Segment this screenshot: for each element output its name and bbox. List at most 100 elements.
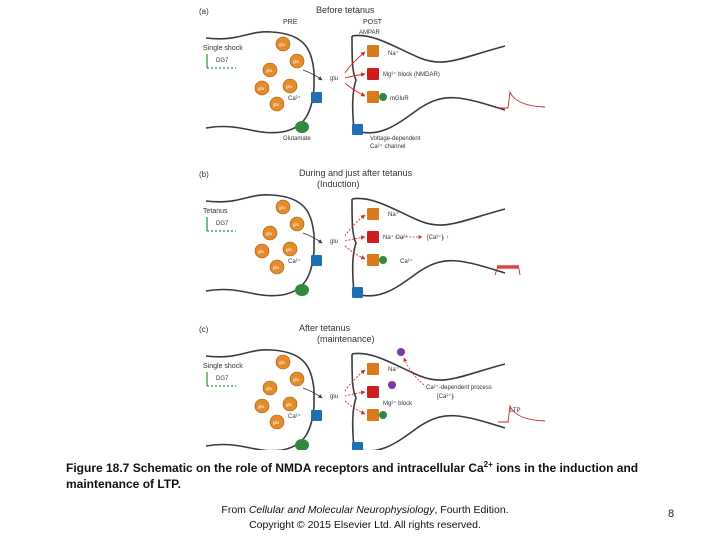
- glutamate-vesicle: [282, 78, 298, 94]
- presynaptic-ca-label: Ca²⁺: [288, 258, 301, 265]
- vesicle-label: glu: [286, 402, 293, 407]
- stimulus-label: Tetanus: [203, 208, 228, 215]
- binding-arrow: [344, 245, 366, 260]
- process-arrow: [403, 357, 425, 386]
- ampa-receptor: [367, 363, 379, 375]
- glutamate-vesicle: [275, 354, 291, 370]
- figure-credit: From Cellular and Molecular Neurophysiol…: [221, 504, 509, 531]
- epsp-trace: [498, 404, 546, 423]
- glutamate-vesicle: [269, 96, 285, 112]
- release-arrow: [302, 387, 323, 399]
- vesicle-label: glu: [258, 404, 265, 409]
- nmda-receptor: [367, 386, 379, 398]
- binding-arrow: [344, 82, 366, 97]
- release-arrow: [302, 232, 323, 244]
- glutamate-vesicle: [262, 62, 278, 78]
- ampa-receptor: [367, 208, 379, 220]
- glutamate-vesicle: [282, 396, 298, 412]
- vesicle-label: glu: [279, 205, 286, 210]
- post-label: POST: [363, 19, 383, 26]
- binding-arrow: [344, 235, 366, 242]
- cleft-glu-label: glu: [330, 76, 338, 82]
- post-receptor-label: Mg²⁺ block: [383, 400, 413, 407]
- glutamate-vesicle: [275, 199, 291, 215]
- presynaptic-ca-channel: [311, 92, 322, 103]
- vesicle-label: glu: [286, 247, 293, 252]
- glutamate-vesicle: [254, 80, 270, 96]
- stimulus-sublabel: DG7: [216, 58, 229, 64]
- kinase-icon: [388, 381, 396, 389]
- postsynaptic-membrane-top: [351, 34, 506, 63]
- post-receptor-label: Na⁺: [388, 366, 399, 373]
- postsynaptic-ca-channel: [352, 287, 363, 298]
- vesicle-label: glu: [279, 42, 286, 47]
- g-protein-icon: [379, 411, 387, 419]
- postsynaptic-ca-channel: [352, 442, 363, 450]
- glutamate-vesicle: [262, 380, 278, 396]
- vdcc-label: Voltage-dependent: [370, 136, 421, 142]
- epsp-trace: [498, 90, 546, 109]
- glutamate-label: Glutamate: [283, 136, 311, 142]
- trace-label: LTP: [510, 408, 521, 414]
- vesicle-label: glu: [266, 231, 273, 236]
- mglu-receptor: [367, 91, 379, 103]
- vesicle-label: glu: [258, 86, 265, 91]
- presynaptic-membrane: [205, 31, 315, 134]
- nmda-receptor: [367, 68, 379, 80]
- post-receptor-label: Mg²⁺ block (NMDAR): [383, 71, 440, 78]
- vesicle-label: glu: [258, 249, 265, 254]
- vdcc-label: Ca²⁺ channel: [370, 143, 406, 150]
- glutamate-vesicle: [262, 225, 278, 241]
- glutamate-vesicle: [289, 216, 305, 232]
- cleft-glu-label: glu: [330, 394, 338, 400]
- glutamate-vesicle: [282, 241, 298, 257]
- glutamate-transporter-icon: [295, 121, 309, 133]
- panel-subtitle: (maintenance): [317, 334, 375, 344]
- postsynaptic-membrane-top: [351, 197, 506, 226]
- ampa-receptor: [367, 45, 379, 57]
- pre-label: PRE: [283, 19, 298, 26]
- post-receptor-label: mGluR: [390, 96, 409, 102]
- presynaptic-membrane: [205, 194, 315, 297]
- vesicle-label: glu: [273, 420, 280, 425]
- post-receptor-label: AMPAR: [359, 30, 381, 36]
- vesicle-label: glu: [273, 265, 280, 270]
- stimulus-sublabel: DG7: [216, 376, 229, 382]
- post-receptor-label: [Ca²⁺]ᵢ: [437, 393, 454, 400]
- release-arrow: [302, 69, 323, 81]
- presynaptic-ca-channel: [311, 255, 322, 266]
- glutamate-transporter-icon: [295, 284, 309, 296]
- post-receptor-label: [Ca²⁺]ᵢ ↑: [427, 234, 449, 241]
- panel-title: During and just after tetanus: [299, 168, 413, 178]
- glutamate-vesicle: [289, 53, 305, 69]
- panel-b: (b)During and just after tetanus(Inducti…: [199, 168, 521, 298]
- stimulus-label: Single shock: [203, 45, 243, 52]
- panel-letter: (a): [199, 7, 209, 16]
- g-protein-icon: [379, 256, 387, 264]
- glutamate-vesicle: [269, 259, 285, 275]
- mglu-receptor: [367, 254, 379, 266]
- nmda-receptor: [367, 231, 379, 243]
- stimulus-label: Single shock: [203, 363, 243, 370]
- binding-arrow: [344, 51, 366, 74]
- panel-letter: (c): [199, 325, 209, 334]
- postsynaptic-membrane-top: [351, 352, 506, 381]
- vesicle-label: glu: [293, 377, 300, 382]
- cleft-glu-label: glu: [330, 239, 338, 245]
- glutamate-vesicle: [254, 398, 270, 414]
- panel-c: (c)After tetanus(maintenance)Single shoc…: [199, 323, 546, 450]
- post-receptor-label: Na⁺: [388, 50, 399, 57]
- binding-arrow: [344, 400, 366, 415]
- vesicle-label: glu: [266, 386, 273, 391]
- glutamate-vesicle: [275, 36, 291, 52]
- binding-arrow: [344, 390, 366, 397]
- glutamate-transporter-icon: [295, 439, 309, 450]
- glutamate-vesicle: [289, 371, 305, 387]
- vesicle-label: glu: [266, 68, 273, 73]
- binding-arrow: [344, 72, 366, 79]
- post-receptor-label: Ca²⁺: [400, 258, 413, 265]
- vesicle-label: glu: [286, 84, 293, 89]
- figure-caption: Figure 18.7 Schematic on the role of NMD…: [66, 460, 639, 491]
